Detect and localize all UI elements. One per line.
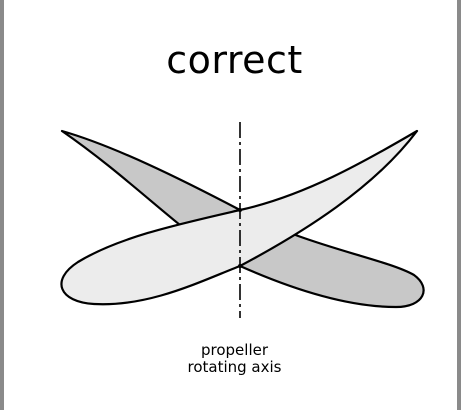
hub-point-top	[238, 208, 242, 212]
caption-line-2: rotating axis	[187, 358, 282, 376]
propeller-diagram	[60, 122, 425, 318]
caption-line-1: propeller	[200, 341, 269, 359]
diagram-title: correct	[166, 38, 303, 82]
hub-point-bottom	[238, 264, 242, 268]
axis-caption: propeller rotating axis	[4, 342, 461, 376]
